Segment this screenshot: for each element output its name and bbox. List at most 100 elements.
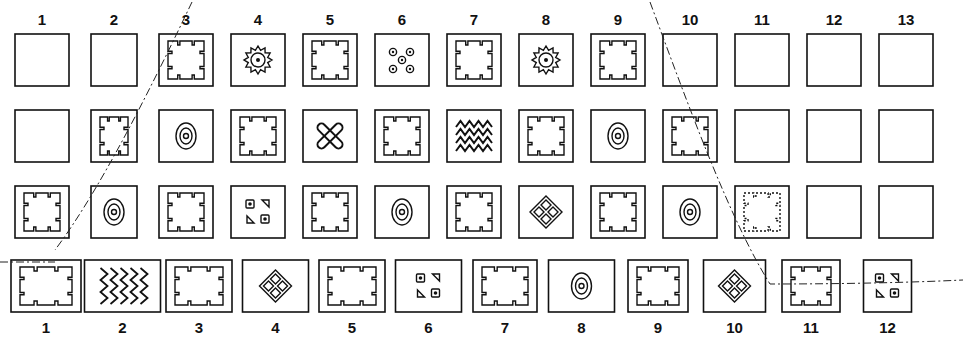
square-motif (432, 289, 440, 297)
cell-square (91, 186, 137, 238)
zigzag-motif (141, 268, 148, 304)
notched-frame (637, 267, 679, 305)
notched-frame (24, 193, 60, 231)
cell-square (807, 110, 861, 162)
cell-square (159, 186, 213, 238)
zigzag-motif (101, 268, 108, 304)
cell-square (303, 110, 357, 162)
ring-motif (680, 199, 700, 225)
notched-frame (528, 117, 564, 155)
cell-square (704, 260, 766, 312)
motif-stroke (893, 291, 897, 295)
square-motif (891, 289, 899, 297)
notched-frame (600, 193, 636, 231)
motif-stroke (271, 288, 281, 298)
cell-square (375, 186, 429, 238)
motif-stroke (616, 134, 621, 139)
notched-frame (600, 41, 636, 79)
cell-square (663, 110, 717, 162)
notched-frame (20, 267, 72, 305)
cell-square (663, 34, 717, 86)
zigzag-motif (121, 268, 128, 304)
motif-stroke (877, 290, 884, 297)
motif-stroke (108, 204, 120, 220)
column-number: 11 (803, 320, 819, 335)
column-number: 9 (654, 320, 662, 335)
column-number: 5 (326, 12, 334, 27)
motif-stroke (256, 58, 260, 62)
column-number: 10 (682, 12, 699, 27)
cell-square (447, 186, 501, 238)
cell-square (549, 260, 615, 312)
motif-stroke (396, 204, 408, 220)
cell-square (735, 110, 789, 162)
dot-motif (389, 48, 396, 55)
ring-motif (392, 199, 412, 225)
cell-square (628, 260, 688, 312)
cell-square (15, 34, 69, 86)
lattice-motif (530, 196, 562, 228)
cross-motif (316, 122, 344, 150)
column-number: 9 (614, 12, 622, 27)
motif-stroke (392, 51, 394, 53)
motif-stroke (409, 68, 411, 70)
motif-stroke (544, 58, 548, 62)
cell-square (303, 34, 357, 86)
gear-motif (532, 46, 560, 74)
cell-square (11, 260, 81, 312)
notched-frame (791, 267, 831, 305)
cell-square (663, 186, 717, 238)
notched-frame (312, 193, 348, 231)
notched-frame (672, 117, 708, 155)
cell-square (519, 110, 573, 162)
notched-frame (456, 41, 492, 79)
motif-stroke (409, 51, 411, 53)
column-number: 1 (42, 320, 50, 335)
wave-motif (456, 121, 492, 127)
dot-motif (406, 48, 413, 55)
motif-stroke (612, 128, 624, 144)
column-number: 4 (271, 320, 279, 335)
cell-square (91, 34, 137, 86)
square-motif (417, 274, 425, 282)
cell-square (735, 34, 789, 86)
column-number: 5 (348, 320, 356, 335)
dot-motif (406, 65, 413, 72)
column-number: 11 (754, 12, 770, 27)
cell-square (166, 260, 232, 312)
ring-motif (104, 199, 124, 225)
motif-stroke (184, 134, 189, 139)
zigzag-motif (131, 268, 138, 304)
cell-square (447, 110, 501, 162)
motif-stroke (264, 281, 274, 291)
motif-stroke (400, 210, 405, 215)
notched-frame (384, 117, 420, 155)
motif-stroke (112, 210, 117, 215)
notched-frame (312, 41, 348, 79)
cell-square (15, 186, 69, 238)
cell-square (864, 260, 912, 312)
cell-square (303, 186, 357, 238)
motif-stroke (684, 204, 696, 220)
motif-stroke (534, 207, 544, 217)
motif-stroke (576, 278, 588, 294)
cell-square (879, 186, 933, 238)
column-number: 7 (501, 320, 509, 335)
cross-motif (316, 122, 344, 150)
column-number: 2 (118, 320, 126, 335)
notched-frame (744, 193, 780, 231)
column-number: 2 (110, 12, 118, 27)
gear-motif (244, 46, 272, 74)
cell-square (591, 186, 645, 238)
motif-stroke (434, 291, 438, 295)
wave-motif (456, 145, 492, 151)
ring-motif (176, 123, 196, 149)
column-number: 1 (38, 12, 46, 27)
column-number: 7 (470, 12, 478, 27)
motif-stroke (262, 200, 269, 207)
wave-motif (456, 137, 492, 143)
cell-square (807, 34, 861, 86)
dot-motif (398, 56, 405, 63)
column-number: 12 (879, 320, 896, 335)
notched-frame (456, 193, 492, 231)
